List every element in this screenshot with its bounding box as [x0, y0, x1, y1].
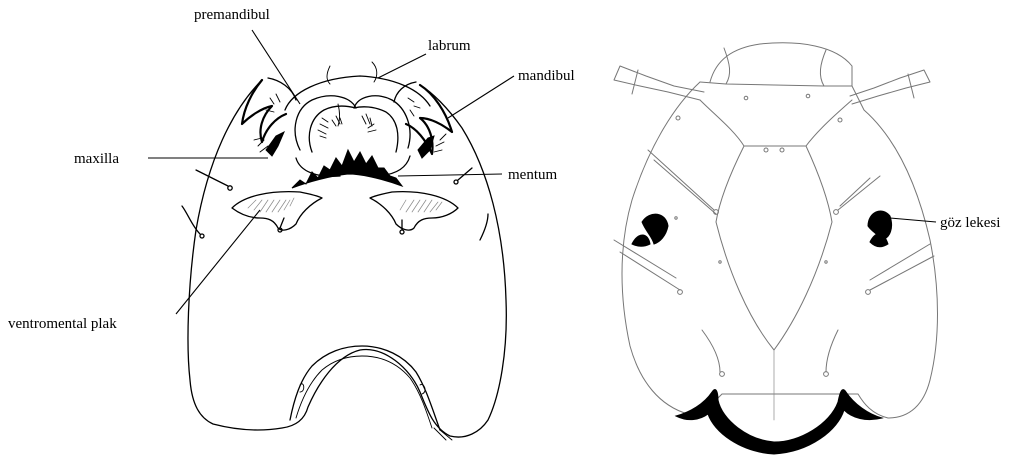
label-mandibul: mandibul — [518, 68, 575, 84]
leader-premandibul — [252, 30, 300, 104]
posterior-collar — [676, 390, 882, 454]
ventromental-plate-left — [232, 192, 322, 230]
antenna-left — [614, 66, 704, 100]
label-labrum: labrum — [428, 38, 471, 54]
dorsal-head-view — [614, 43, 938, 454]
label-goz-lekesi: göz lekesi — [940, 215, 1000, 231]
leader-goz — [890, 218, 936, 222]
premandible-left — [295, 96, 356, 152]
dorsal-head-outline — [622, 82, 938, 418]
leader-labrum — [378, 54, 426, 78]
antenna-right — [850, 70, 930, 104]
ventromental-plate-right — [370, 192, 458, 230]
premandible-right — [354, 96, 410, 152]
ventral-head-view — [182, 62, 506, 440]
labrum-outline — [285, 76, 430, 110]
head-capsule-outline — [188, 80, 506, 437]
label-ventromental-plak: ventromental plak — [8, 316, 117, 332]
label-maxilla: maxilla — [74, 151, 119, 167]
leader-mentum — [398, 174, 502, 176]
labels: premandibul labrum mandibul maxilla ment… — [8, 7, 1000, 332]
labrum-dorsal — [710, 43, 852, 86]
mentum-plate — [292, 150, 402, 188]
leader-mandibul — [448, 76, 514, 118]
frontal-suture — [700, 100, 852, 350]
leader-ventromental — [176, 210, 260, 314]
mandible-left — [242, 80, 286, 142]
label-mentum: mentum — [508, 167, 557, 183]
maxilla-left — [266, 132, 284, 156]
label-premandibul: premandibul — [194, 7, 270, 23]
